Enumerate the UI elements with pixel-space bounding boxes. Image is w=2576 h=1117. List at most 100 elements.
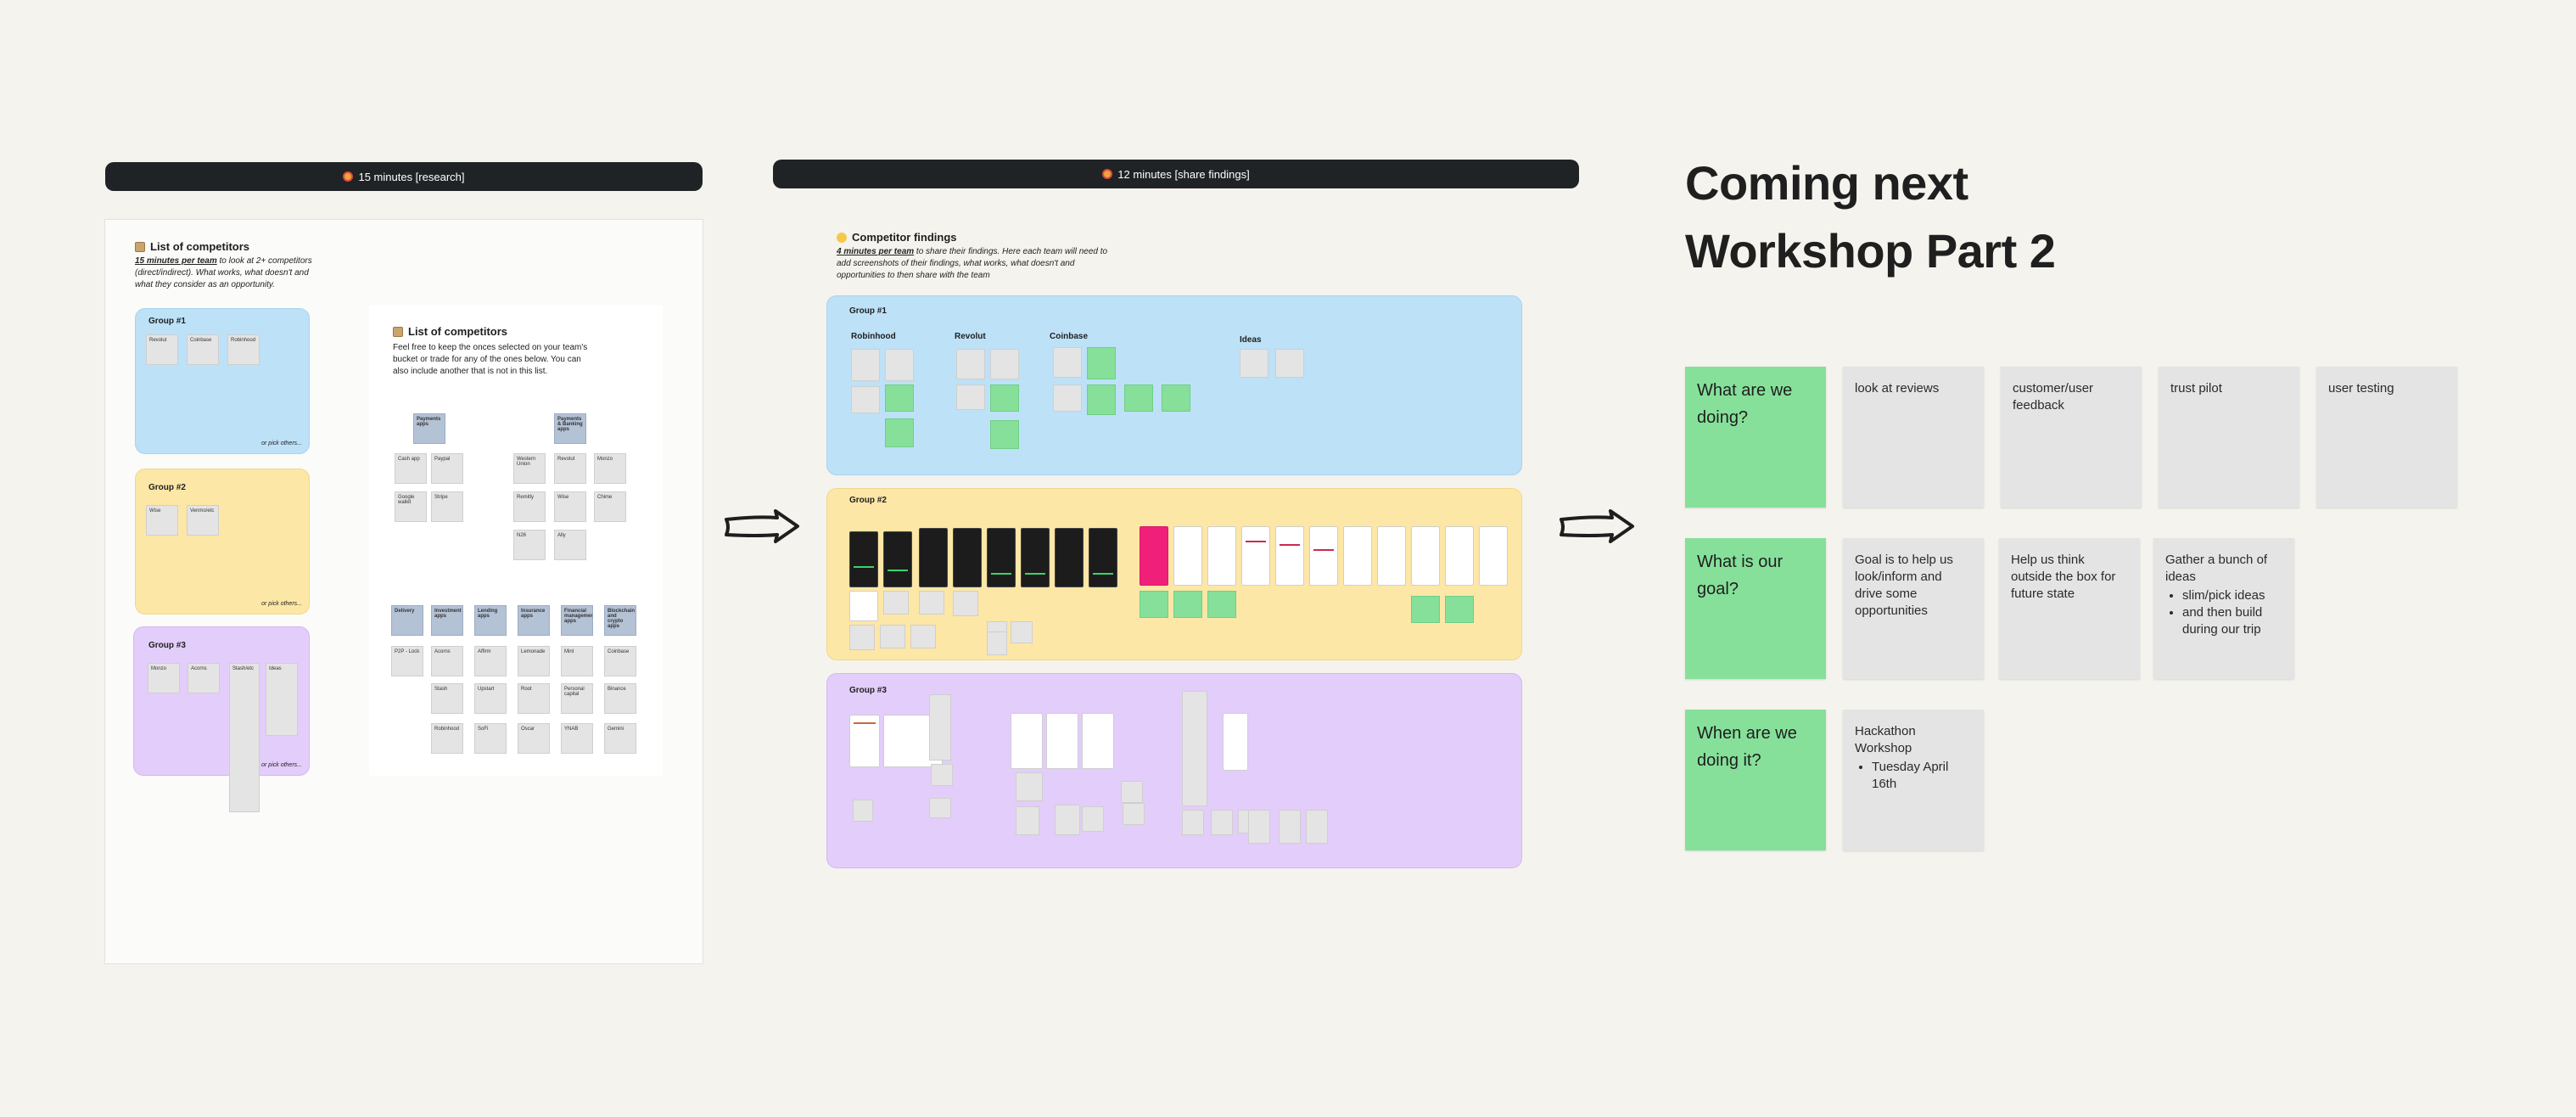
sticky-note[interactable] bbox=[1275, 349, 1304, 378]
sticky-note[interactable]: Robinhood bbox=[431, 723, 463, 754]
sticky-note[interactable] bbox=[1087, 347, 1116, 379]
category-header[interactable]: Payments apps bbox=[413, 413, 445, 444]
sticky-note[interactable]: Wise bbox=[146, 505, 178, 536]
sticky-note[interactable] bbox=[1162, 384, 1190, 412]
findings-group-1[interactable]: Group #1 Robinhood Revolut Coinbase Idea… bbox=[826, 295, 1522, 475]
sticky-note[interactable] bbox=[1140, 591, 1168, 618]
app-screenshot[interactable] bbox=[849, 531, 878, 587]
sticky-note[interactable]: Google wallet bbox=[395, 491, 427, 522]
sticky-note[interactable] bbox=[1016, 772, 1043, 801]
sticky-note[interactable]: Stash/etc bbox=[229, 663, 260, 812]
sticky-note[interactable]: Hackathon Workshop Tuesday April 16th bbox=[1843, 710, 1984, 850]
app-screenshot[interactable] bbox=[1377, 526, 1406, 586]
sticky-note[interactable]: Remitly bbox=[513, 491, 546, 522]
sticky-note[interactable]: Western Union bbox=[513, 453, 546, 484]
sticky-note[interactable]: N26 bbox=[513, 530, 546, 560]
sticky-note[interactable]: P2P - Lock bbox=[391, 646, 423, 676]
app-screenshot[interactable] bbox=[1055, 528, 1084, 587]
app-screenshot[interactable] bbox=[1207, 526, 1236, 586]
sticky-note[interactable]: Ally bbox=[554, 530, 586, 560]
app-screenshot[interactable] bbox=[1411, 526, 1440, 586]
app-screenshot[interactable] bbox=[1275, 526, 1304, 586]
app-screenshot[interactable] bbox=[1241, 526, 1270, 586]
sticky-note[interactable]: Revolut bbox=[146, 334, 178, 365]
sticky-note[interactable] bbox=[1011, 621, 1033, 643]
sticky-note[interactable]: Binance bbox=[604, 683, 636, 714]
app-screenshot[interactable] bbox=[1445, 526, 1474, 586]
sticky-note[interactable] bbox=[849, 625, 875, 650]
category-header[interactable]: Investment apps bbox=[431, 605, 463, 636]
sticky-note[interactable] bbox=[956, 349, 985, 379]
app-screenshot[interactable] bbox=[1309, 526, 1338, 586]
sticky-note[interactable] bbox=[851, 386, 880, 413]
sticky-note[interactable] bbox=[1207, 591, 1236, 618]
sticky-note[interactable] bbox=[931, 764, 953, 786]
app-screenshot[interactable] bbox=[849, 715, 880, 767]
sticky-note[interactable] bbox=[885, 349, 914, 381]
sticky-note[interactable]: Help us think outside the box for future… bbox=[1999, 538, 2140, 679]
sticky-note[interactable]: Stripe bbox=[431, 491, 463, 522]
findings-group-3[interactable]: Group #3 bbox=[826, 673, 1522, 868]
sticky-note[interactable]: Coinbase bbox=[604, 646, 636, 676]
sticky-note[interactable]: Acorns bbox=[188, 663, 220, 693]
sticky-note[interactable]: user testing bbox=[2316, 367, 2457, 508]
sticky-note[interactable] bbox=[929, 694, 951, 761]
sticky-note[interactable] bbox=[1123, 803, 1145, 825]
sticky-note[interactable]: Mint bbox=[561, 646, 593, 676]
app-screenshot[interactable] bbox=[1021, 528, 1050, 587]
app-screenshot[interactable] bbox=[1223, 713, 1248, 771]
app-screenshot[interactable] bbox=[1343, 526, 1372, 586]
sticky-note[interactable] bbox=[1173, 591, 1202, 618]
category-header[interactable]: Payments & Banking apps bbox=[554, 413, 586, 444]
sticky-note[interactable] bbox=[1445, 596, 1474, 623]
research-panel[interactable]: List of competitors 15 minutes per team … bbox=[104, 219, 703, 964]
group-2-area[interactable]: Group #2 Wise Venmo/etc or pick others..… bbox=[135, 469, 310, 615]
app-screenshot[interactable] bbox=[1089, 528, 1117, 587]
competitor-list-card[interactable]: List of competitors Feel free to keep th… bbox=[369, 305, 663, 776]
sticky-note[interactable] bbox=[880, 625, 905, 648]
sticky-note[interactable]: Acorns bbox=[431, 646, 463, 676]
sticky-note[interactable] bbox=[1240, 349, 1268, 378]
sticky-note[interactable]: Chime bbox=[594, 491, 626, 522]
sticky-note[interactable]: trust pilot bbox=[2159, 367, 2299, 508]
sticky-note[interactable] bbox=[1182, 810, 1204, 835]
group-3-area[interactable]: Group #3 Monzo Acorns Stash/etc Ideas or… bbox=[133, 626, 310, 812]
category-header[interactable]: Blockchain and crypto apps bbox=[604, 605, 636, 636]
app-screenshot[interactable] bbox=[953, 528, 982, 587]
app-screenshot[interactable] bbox=[849, 591, 878, 621]
sticky-note[interactable] bbox=[1124, 384, 1153, 412]
findings-group-2[interactable]: Group #2 bbox=[826, 488, 1522, 660]
sticky-note[interactable] bbox=[1279, 810, 1301, 844]
sticky-note[interactable] bbox=[1082, 806, 1104, 832]
app-screenshot[interactable] bbox=[1140, 526, 1168, 586]
sticky-note[interactable]: Monzo bbox=[594, 453, 626, 484]
sticky-note[interactable] bbox=[990, 349, 1019, 379]
sticky-note[interactable]: Affirm bbox=[474, 646, 507, 676]
category-header[interactable]: Delivery bbox=[391, 605, 423, 636]
category-header[interactable]: Financial management apps bbox=[561, 605, 593, 636]
sticky-note[interactable] bbox=[853, 800, 873, 822]
app-screenshot[interactable] bbox=[987, 528, 1016, 587]
sticky-note[interactable]: Gemini bbox=[604, 723, 636, 754]
sticky-note[interactable]: Upstart bbox=[474, 683, 507, 714]
app-screenshot[interactable] bbox=[1479, 526, 1508, 586]
sticky-note[interactable]: Stash bbox=[431, 683, 463, 714]
sticky-note[interactable]: Personal capital bbox=[561, 683, 593, 714]
sticky-note[interactable]: Robinhood bbox=[227, 334, 260, 365]
app-screenshot[interactable] bbox=[1082, 713, 1114, 769]
sticky-note[interactable] bbox=[851, 349, 880, 381]
sticky-note[interactable]: Ideas bbox=[266, 663, 298, 736]
sticky-note[interactable]: SoFi bbox=[474, 723, 507, 754]
sticky-note[interactable] bbox=[1087, 384, 1116, 415]
row-header-note[interactable]: When are we doing it? bbox=[1685, 710, 1826, 850]
category-header[interactable]: Insurance apps bbox=[518, 605, 550, 636]
sticky-note[interactable] bbox=[1411, 596, 1440, 623]
app-screenshot[interactable] bbox=[919, 528, 948, 587]
sticky-note[interactable] bbox=[956, 384, 985, 410]
sticky-note[interactable] bbox=[990, 420, 1019, 449]
sticky-note[interactable] bbox=[1055, 805, 1080, 835]
sticky-note[interactable]: Revolut bbox=[554, 453, 586, 484]
sticky-note[interactable]: Goal is to help us look/inform and drive… bbox=[1843, 538, 1984, 679]
sticky-note[interactable] bbox=[919, 591, 944, 615]
sticky-note[interactable]: YNAB bbox=[561, 723, 593, 754]
